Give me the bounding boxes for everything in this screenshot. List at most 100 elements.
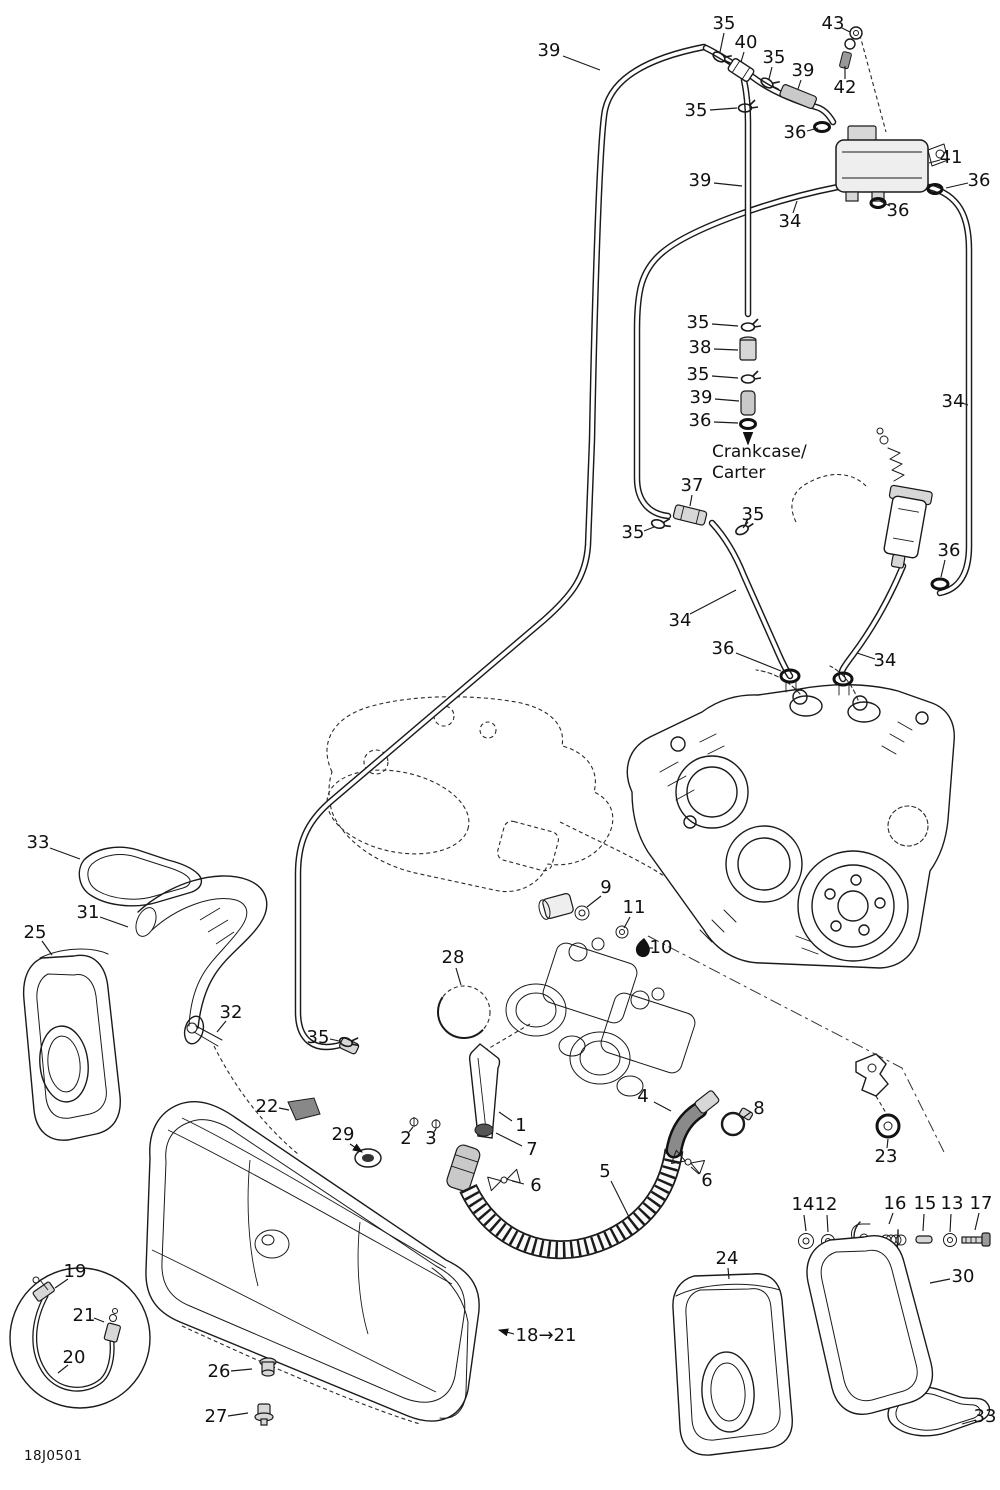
callout-13: 13 (941, 1193, 964, 1214)
callout-36: 36 (712, 638, 735, 659)
leader-line (961, 1419, 977, 1425)
oil-pump (835, 125, 949, 209)
callout-28: 28 (442, 947, 465, 968)
crankcase-label: Crankcase/ Carter (712, 442, 807, 484)
callout-41: 41 (940, 147, 963, 168)
leader-line (653, 1101, 672, 1112)
callout-20: 20 (63, 1347, 86, 1368)
leader-line (803, 1214, 807, 1232)
leader-line (511, 1180, 525, 1185)
crankcase-line1: Crankcase/ (712, 442, 807, 462)
callout-15: 15 (914, 1193, 937, 1214)
leader-line (93, 1317, 105, 1323)
leader-line (743, 1111, 752, 1118)
retaining-ring (437, 985, 491, 1039)
callout-29: 29 (332, 1124, 355, 1145)
callout-33: 33 (974, 1406, 997, 1427)
leader-line (945, 182, 969, 189)
leader-line (709, 107, 738, 111)
leader-line (329, 1038, 340, 1042)
inline-fitting-stack (739, 318, 762, 446)
callout-25: 25 (24, 922, 47, 943)
leader-line (227, 1412, 249, 1417)
leader-line (216, 1020, 227, 1033)
callout-1: 1 (515, 1115, 526, 1136)
callout-34: 34 (669, 610, 692, 631)
callout-5: 5 (599, 1161, 610, 1182)
leader-line (742, 521, 749, 529)
leader-line (841, 27, 851, 33)
leader-line (879, 200, 891, 207)
leader-line (940, 559, 946, 578)
callout-37: 37 (681, 475, 704, 496)
engine-mount-bracket (855, 1053, 901, 1139)
callout-18→21: 18→21 (516, 1325, 577, 1346)
callout-6: 6 (530, 1175, 541, 1196)
leader-line (713, 421, 739, 424)
callout-9: 9 (600, 877, 611, 898)
callout-21: 21 (73, 1305, 96, 1326)
leader-line (961, 402, 969, 406)
callout-35: 35 (685, 100, 708, 121)
leader-line (888, 1212, 894, 1225)
leader-line (57, 1364, 69, 1374)
rubber-plug-27 (254, 1403, 274, 1426)
leader-line (719, 32, 725, 53)
intake-duct (135, 875, 268, 1045)
callout-35: 35 (687, 364, 710, 385)
leader-line (740, 51, 745, 63)
callout-36: 36 (938, 540, 961, 561)
phantom-lines (213, 27, 945, 1155)
leader-line (826, 1214, 829, 1233)
callout-2: 2 (400, 1128, 411, 1149)
leader-line (886, 1138, 889, 1149)
oil-injector (791, 427, 950, 591)
callout-34: 34 (779, 211, 802, 232)
pickup-bracket (409, 1043, 501, 1139)
oil-drop-icon (635, 938, 650, 958)
leader-line (689, 589, 737, 615)
callout-11: 11 (623, 897, 646, 918)
callout-12: 12 (815, 1194, 838, 1215)
callout-17: 17 (970, 1193, 993, 1214)
oil-filter (538, 893, 650, 958)
leader-line (278, 1107, 290, 1111)
callout-35: 35 (713, 13, 736, 34)
callout-4: 4 (637, 1086, 648, 1107)
leader-line (768, 66, 773, 80)
hose-clamp-8 (720, 1107, 754, 1137)
leader-line (856, 652, 876, 660)
callout-24: 24 (716, 1248, 739, 1269)
leader-line (623, 916, 631, 929)
callout-39: 39 (690, 387, 713, 408)
callout-10: 10 (650, 937, 673, 958)
wedge-pad (287, 1097, 321, 1121)
leader-line (230, 1368, 253, 1372)
callout-35: 35 (687, 312, 710, 333)
tank-outlet-elbow (446, 1144, 521, 1192)
callout-39: 39 (792, 60, 815, 81)
callout-36: 36 (689, 410, 712, 431)
leader-line (713, 348, 739, 351)
leader-line (498, 1111, 513, 1122)
rubber-plug-26 (259, 1357, 277, 1377)
leader-line (610, 1180, 632, 1222)
callout-42: 42 (834, 77, 857, 98)
air-silencer-bottom (672, 1273, 793, 1456)
fuel-tank (145, 1031, 480, 1425)
callout-23: 23 (875, 1146, 898, 1167)
callout-19: 19 (64, 1261, 87, 1282)
leader-line (714, 398, 740, 402)
engine-side-elbow (665, 1090, 754, 1175)
leader-line (974, 1212, 980, 1231)
leader-line (408, 1126, 414, 1133)
leader-line (806, 127, 819, 132)
callout-33: 33 (27, 832, 50, 853)
short-tube (779, 84, 818, 110)
leader-line (735, 652, 782, 672)
callout-36: 36 (968, 170, 991, 191)
leader-line (349, 1143, 363, 1153)
leader-line (99, 916, 129, 928)
